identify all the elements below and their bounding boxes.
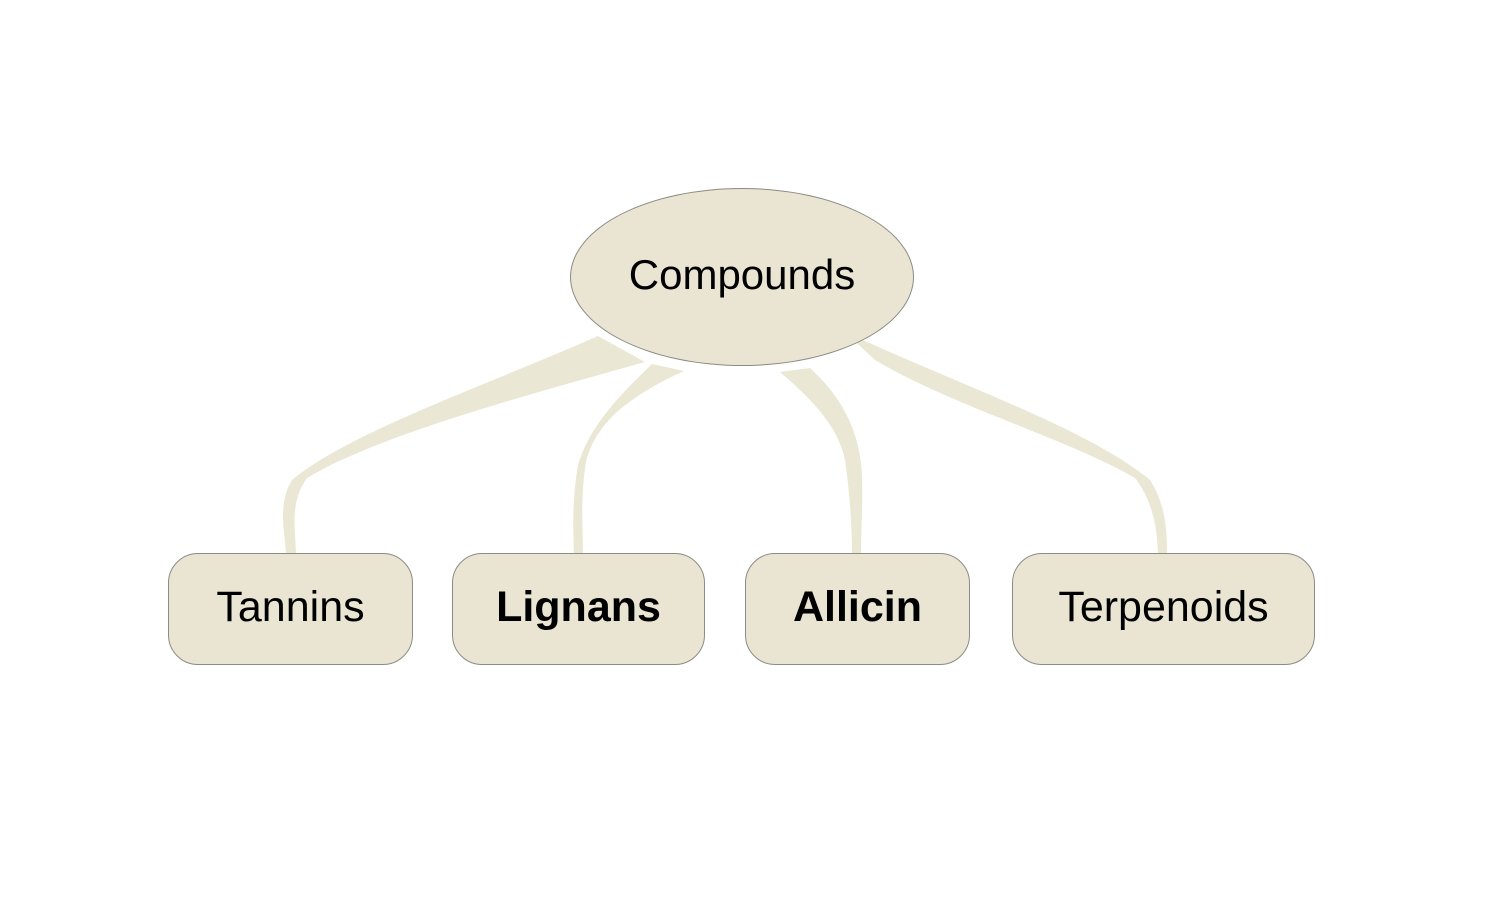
node-lignans-label: Lignans: [496, 582, 661, 631]
link-compounds-allicin: [780, 368, 863, 554]
node-allicin[interactable]: Allicin: [745, 553, 970, 665]
link-compounds-lignans: [573, 364, 684, 554]
link-compounds-terpenoids: [845, 332, 1167, 554]
node-compounds[interactable]: Compounds: [570, 188, 914, 366]
link-compounds-tannins: [282, 336, 645, 554]
node-terpenoids[interactable]: Terpenoids: [1012, 553, 1315, 665]
node-terpenoids-label: Terpenoids: [1058, 582, 1269, 631]
node-tannins[interactable]: Tannins: [168, 553, 413, 665]
node-lignans[interactable]: Lignans: [452, 553, 705, 665]
node-tannins-label: Tannins: [216, 582, 365, 631]
node-compounds-label: Compounds: [628, 251, 856, 298]
node-allicin-label: Allicin: [792, 582, 923, 631]
